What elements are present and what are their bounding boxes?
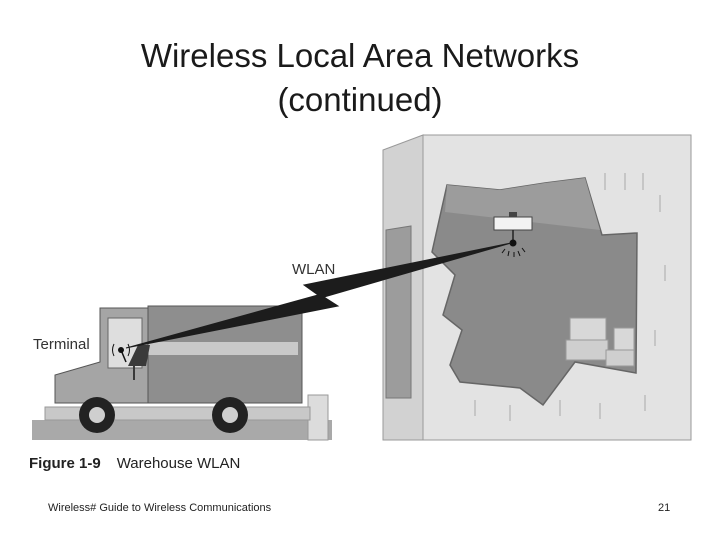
wireless-link-bolt — [125, 242, 512, 349]
figure-caption: Figure 1-9 Warehouse WLAN — [29, 455, 240, 472]
delivery-truck — [44, 305, 311, 433]
wlan-label: WLAN — [292, 261, 335, 278]
slide-title-line-2: (continued) — [277, 81, 443, 118]
slide-title-line-1: Wireless Local Area Networks — [140, 37, 580, 74]
slide-footer: Wireless# Guide to Wireless Communicatio… — [48, 502, 272, 514]
terminal-label: Terminal — [33, 336, 90, 353]
terminal-device — [112, 343, 130, 363]
access-point — [493, 212, 533, 257]
ground — [32, 420, 332, 440]
figure-caption-text: Warehouse WLAN — [116, 455, 241, 472]
box — [569, 317, 607, 341]
box — [605, 349, 635, 367]
page-number: 21 — [658, 502, 671, 514]
warehouse-building — [307, 134, 692, 441]
box — [613, 327, 635, 351]
figure-caption-number: Figure 1-9 — [29, 455, 101, 472]
box — [565, 339, 609, 361]
slide-title: Wireless Local Area Networks (continued) — [0, 34, 720, 122]
